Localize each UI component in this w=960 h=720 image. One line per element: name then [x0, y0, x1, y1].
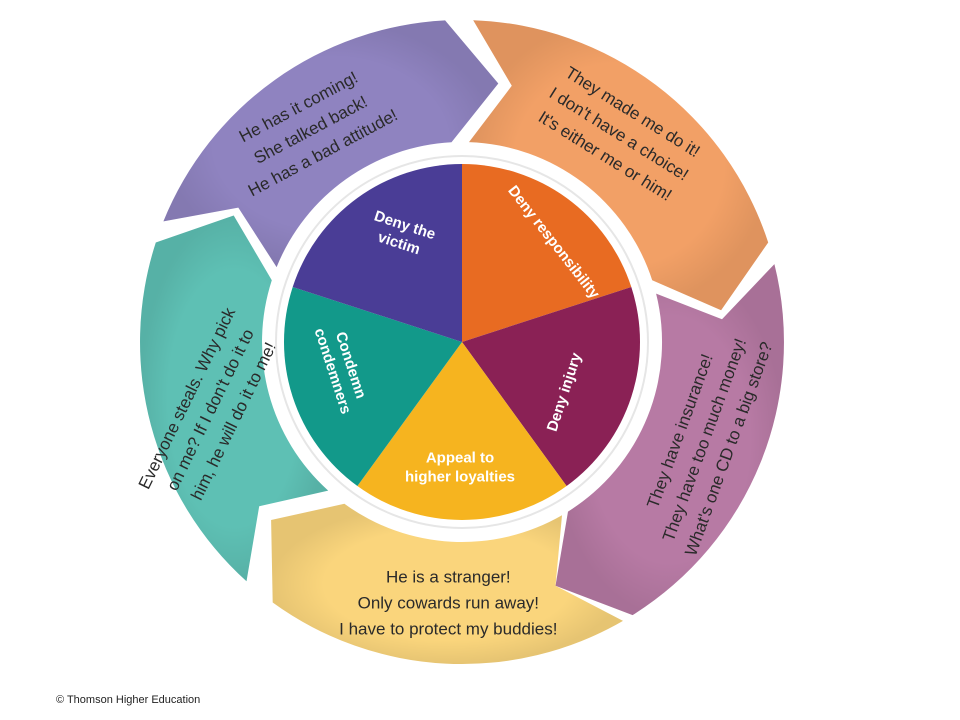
pie-slice — [283, 287, 462, 486]
segment-deny-the-victim: Deny thevictim — [292, 164, 462, 342]
pie-slice-label-line: higher loyalties — [405, 469, 515, 486]
pie-slice-label-line: Appeal to — [426, 450, 494, 467]
outer-arrow-ring: They made me do it!I don't have a choice… — [135, 20, 784, 665]
segment-deny-injury: Deny injury — [462, 287, 641, 486]
arrow-text: He is a stranger! Only cowards run away! I… — [339, 568, 557, 639]
arrow-shading — [163, 20, 499, 268]
pie-slice — [462, 287, 641, 486]
arrow-text-line: I have to protect my buddies! — [339, 620, 557, 639]
arrow-deny-responsibility: They made me do it!I don't have a choice… — [469, 20, 769, 311]
arrow-deny-the-victim: He has it coming!She talked back!He has … — [163, 20, 499, 268]
arrow-text-line: He is a stranger! — [386, 568, 511, 587]
arrow-shading — [140, 215, 329, 582]
copyright-credit: © Thomson Higher Education — [56, 694, 201, 706]
pie-slice-label: Appeal to higher loyalties — [405, 450, 515, 486]
segment-condemn-condemners: Condemncondemners — [283, 287, 462, 486]
arrow-appeal-to-higher-loyalties: He is a stranger! Only cowards run away! I… — [271, 503, 623, 665]
arrow-text-line: Only cowards run away! — [358, 594, 539, 613]
segment-appeal-to-higher-loyalties: Appeal to higher loyalties — [357, 342, 567, 520]
pie-slice — [357, 342, 567, 520]
pie-slice — [462, 164, 632, 342]
pie-slice — [292, 164, 462, 342]
arrow-condemn-condemners: Everyone steals. Why pickon me? If I don… — [135, 215, 329, 582]
arrow-shading — [271, 503, 623, 665]
arrow-shading — [555, 264, 784, 616]
arrow-shading — [469, 20, 769, 311]
